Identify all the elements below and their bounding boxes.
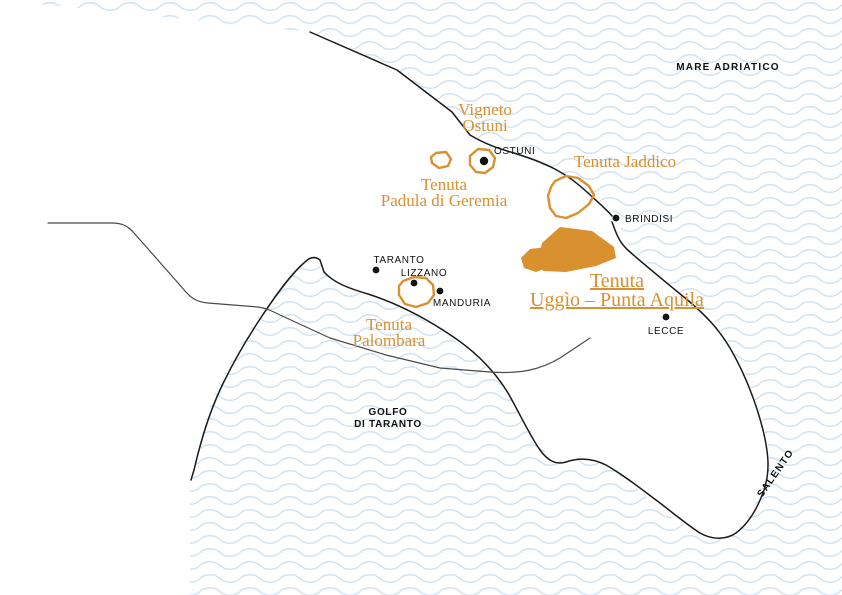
golfo-di-taranto-label-line2: DI TARANTO — [354, 419, 422, 430]
estate-labels-group: Vigneto Ostuni Tenuta Padula di Geremia … — [353, 100, 704, 350]
tenuta-palombara-label-line2: Palombara — [353, 331, 426, 350]
manduria-label: MANDURIA — [433, 298, 491, 309]
coastline-salento-tip — [323, 271, 701, 534]
lizzano-label: LIZZANO — [401, 268, 447, 279]
palombara-polygon — [397, 275, 436, 309]
tenuta-padula-di-geremia-label-line1: Tenuta — [421, 175, 467, 194]
manduria-dot — [436, 287, 444, 295]
coastline-adriatic — [309, 31, 613, 217]
ostuni-vineyard-polygon — [468, 147, 497, 175]
coastline-brindisi-lecce — [611, 221, 769, 539]
tenuta-palombara-label-line1: Tenuta — [366, 315, 412, 334]
golfo-di-taranto-label-line1: GOLFO — [368, 407, 407, 418]
regional-border — [47, 222, 591, 374]
tenuta-jaddico-label: Tenuta Jaddico — [574, 152, 676, 171]
brindisi-label: BRINDISI — [625, 214, 673, 225]
tenuta-uggio-punta-aquila-label-line1: Tenuta — [590, 270, 644, 292]
ostuni-dot — [479, 156, 489, 166]
padula-polygon — [429, 150, 453, 170]
brindisi-dot — [612, 214, 620, 222]
tenuta-padula-di-geremia-label-line2: Padula di Geremia — [381, 191, 508, 210]
coastline-group — [190, 31, 769, 539]
vigneto-ostuni-label-line2: Ostuni — [462, 116, 508, 135]
cities-group: OSTUNI BRINDISI LECCE TARANTO LIZZANO MA… — [372, 146, 684, 337]
mare-adriatico-label: MARE ADRIATICO — [676, 62, 779, 73]
lecce-label: LECCE — [648, 326, 684, 337]
lizzano-dot — [410, 279, 418, 287]
coastline-ionian-gulf — [190, 256, 325, 481]
ostuni-label: OSTUNI — [494, 146, 535, 157]
uggio-main-polygon — [538, 227, 616, 272]
vigneto-ostuni-label-line1: Vigneto — [458, 100, 512, 119]
border-group — [47, 222, 591, 374]
taranto-label: TARANTO — [373, 255, 424, 266]
estate-shapes-group — [397, 147, 616, 309]
uggio-small-polygon — [521, 247, 552, 272]
lecce-dot — [662, 313, 670, 321]
tenuta-uggio-punta-aquila-label-line2: Uggìo – Punta Aquila — [530, 289, 704, 311]
taranto-dot — [372, 266, 380, 274]
jaddico-polygon — [546, 174, 596, 220]
